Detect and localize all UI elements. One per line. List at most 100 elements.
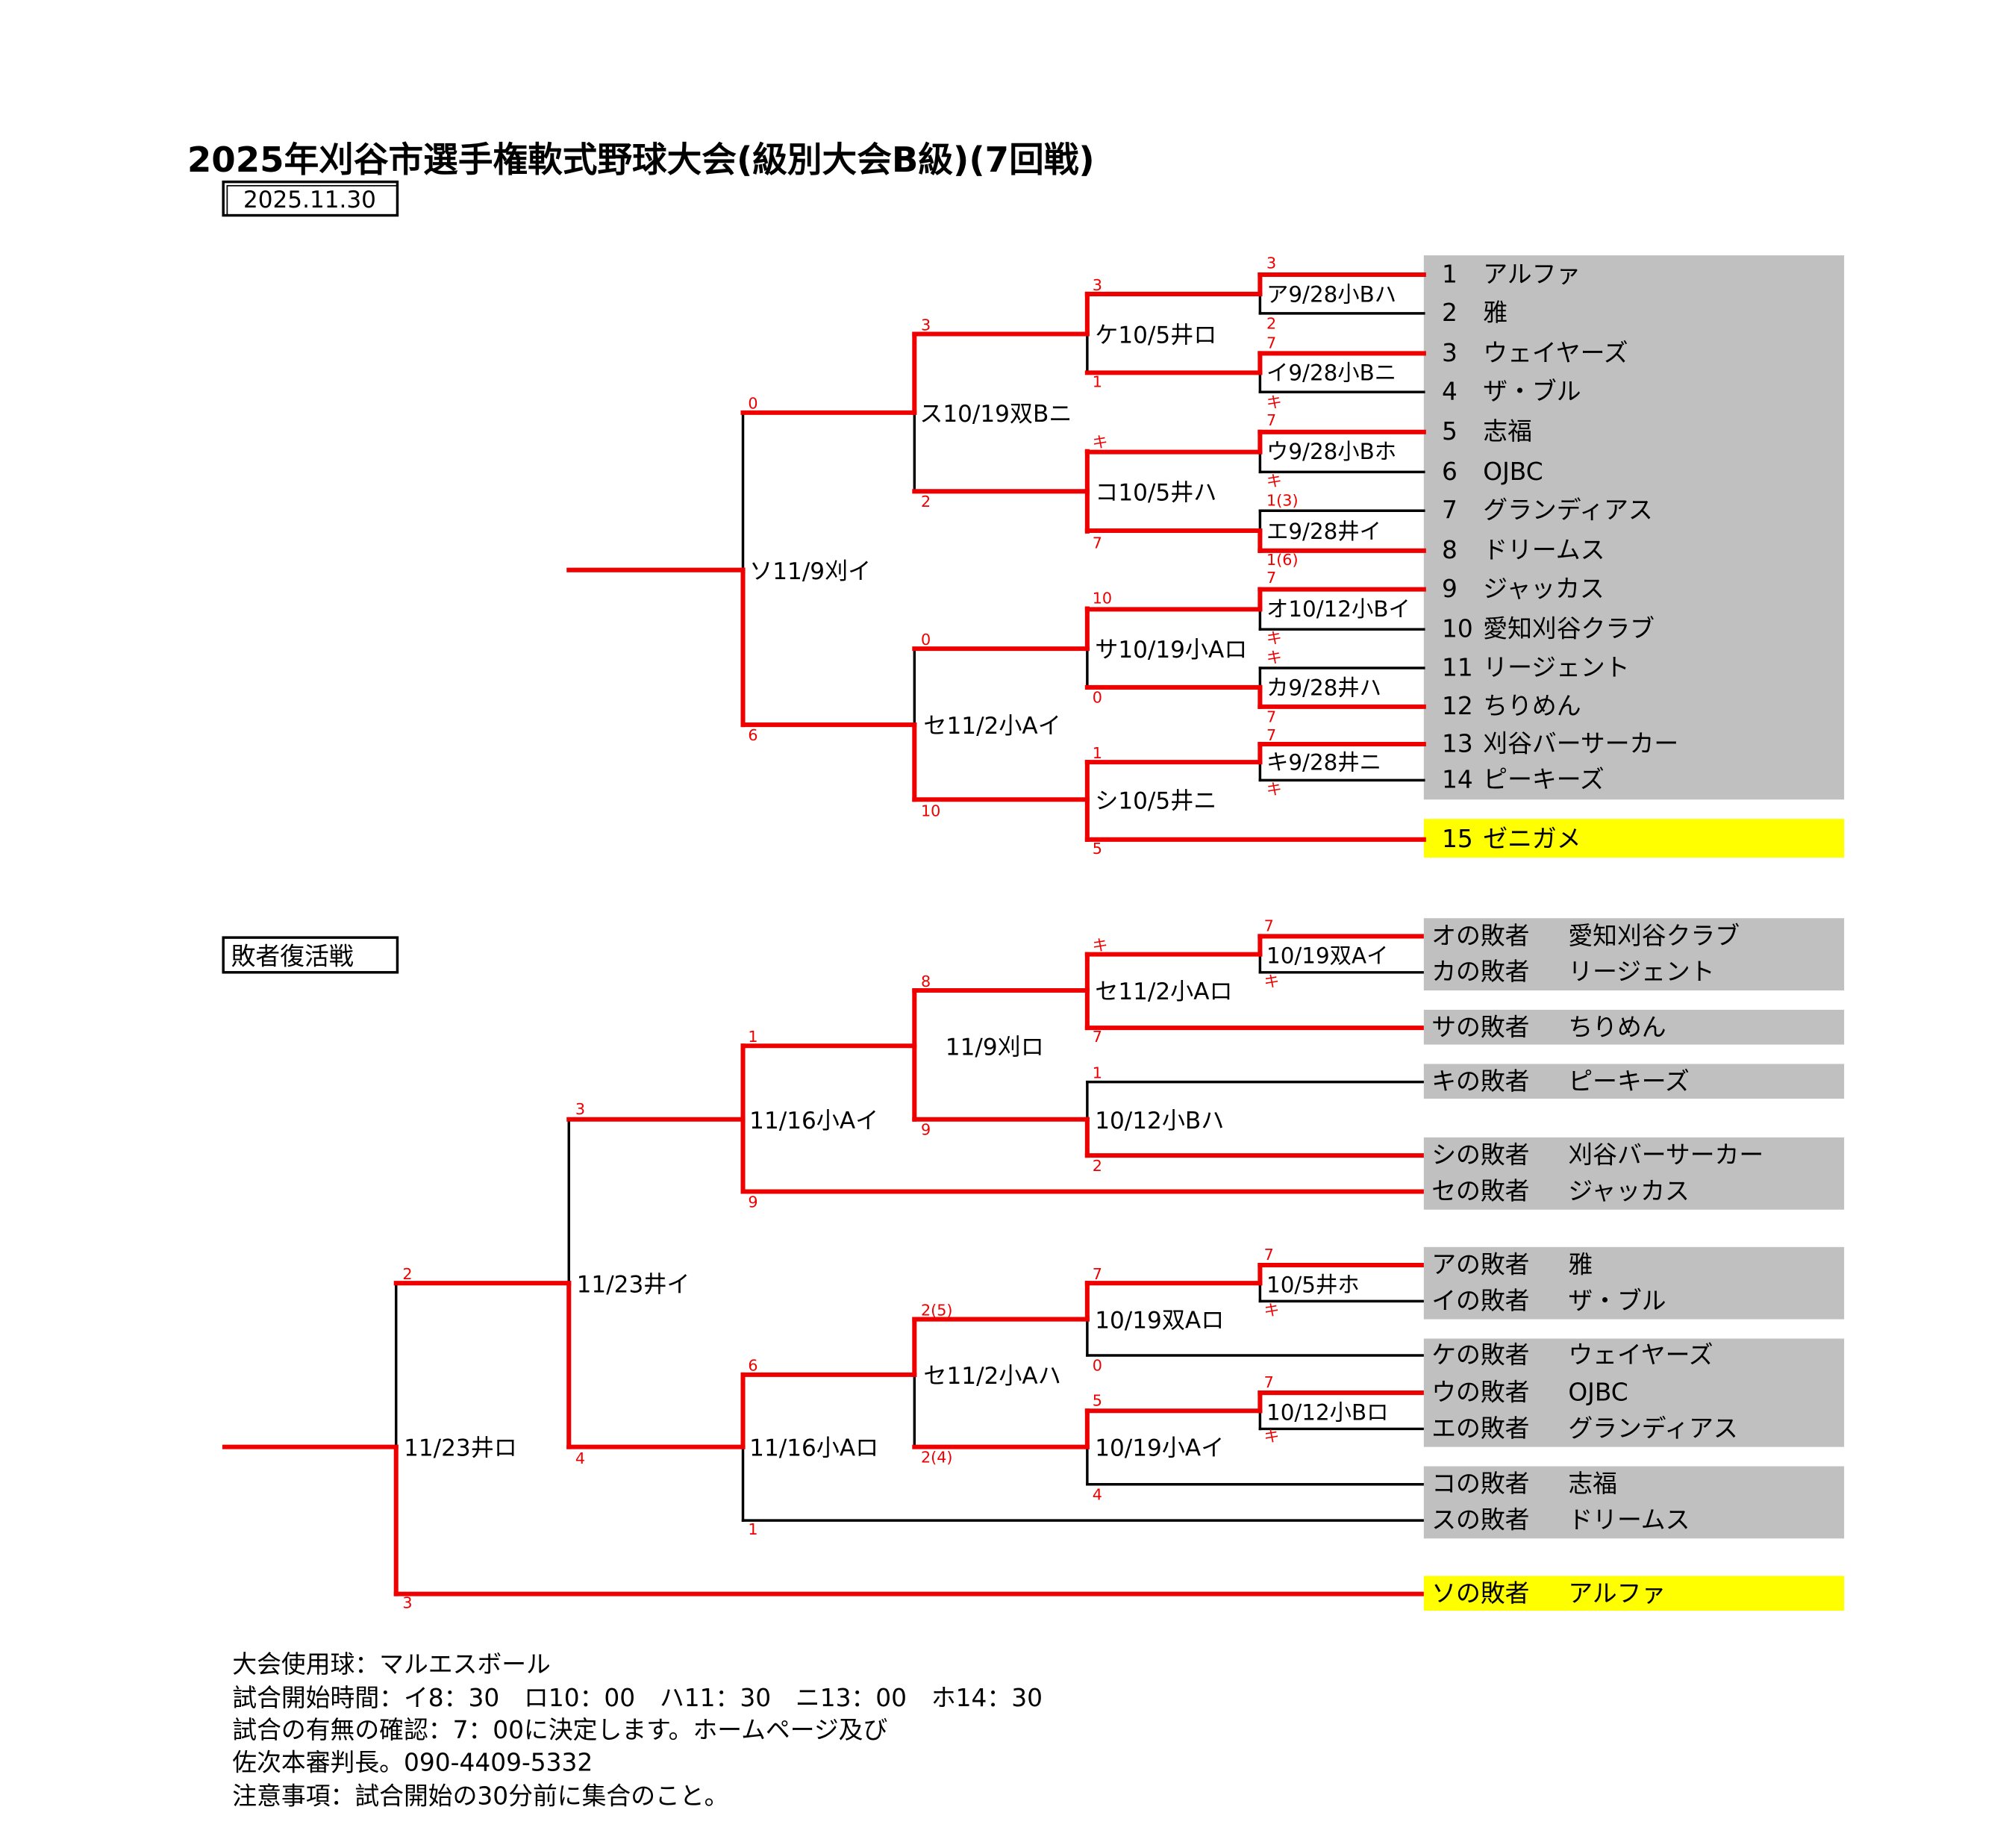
note-line: 佐次本審判長。090-4409-5332 bbox=[232, 1748, 593, 1776]
team-name: グランディアス bbox=[1483, 496, 1652, 525]
loser-label: セの敗者 bbox=[1431, 1177, 1529, 1205]
team-number: 11 bbox=[1442, 653, 1473, 681]
score-bottom: 4 bbox=[575, 1449, 585, 1467]
score-top: 2(5) bbox=[921, 1301, 953, 1319]
match-label: ウ9/28小Bホ bbox=[1266, 439, 1396, 464]
score-bottom: 9 bbox=[921, 1121, 931, 1139]
team-number: 10 bbox=[1442, 615, 1473, 643]
loser-team-name: ちりめん bbox=[1568, 1013, 1666, 1041]
match-label: 11/23井ロ bbox=[404, 1435, 517, 1462]
score-bottom: 4 bbox=[1093, 1485, 1102, 1503]
score-bottom: 3 bbox=[402, 1594, 412, 1612]
score-bottom: 7 bbox=[1093, 1028, 1102, 1046]
match-label: 11/9刈ロ bbox=[946, 1034, 1044, 1061]
loser-label: ケの敗者 bbox=[1431, 1340, 1529, 1369]
team-list-box bbox=[1423, 255, 1845, 800]
score-top: キ bbox=[1093, 936, 1108, 954]
team-number: 1 bbox=[1442, 260, 1458, 288]
loser-boxes bbox=[1423, 918, 1845, 1611]
team-number: 4 bbox=[1442, 378, 1458, 406]
match-label: 10/12小Bロ bbox=[1266, 1399, 1388, 1425]
loser-team-name: ザ・ブル bbox=[1568, 1287, 1666, 1315]
score-bottom: 1 bbox=[748, 1520, 757, 1538]
score-bottom: 10 bbox=[921, 802, 940, 820]
score-top: 0 bbox=[921, 631, 931, 649]
loser-team-name: アルファ bbox=[1568, 1579, 1666, 1608]
score-top: 7 bbox=[1266, 569, 1276, 587]
team-number: 8 bbox=[1442, 536, 1458, 564]
score-top: キ bbox=[1266, 649, 1282, 667]
score-top: 1 bbox=[748, 1028, 757, 1046]
date-text: 2025.11.30 bbox=[243, 187, 376, 213]
team-name: アルファ bbox=[1483, 260, 1581, 288]
score-bottom: キ bbox=[1264, 1428, 1280, 1446]
consolation-title: 敗者復活戦 bbox=[231, 942, 354, 970]
score-top: 10 bbox=[1093, 590, 1112, 608]
loser-label: オの敗者 bbox=[1431, 922, 1529, 950]
loser-label: アの敗者 bbox=[1431, 1250, 1529, 1279]
match-label: セ11/2小Aロ bbox=[1095, 978, 1232, 1005]
match-label: 10/12小Bハ bbox=[1095, 1108, 1224, 1134]
loser-team-name: 刈谷バーサーカー bbox=[1568, 1141, 1763, 1170]
score-top: 7 bbox=[1264, 917, 1274, 935]
score-bottom: 1(6) bbox=[1266, 551, 1299, 569]
score-top: 3 bbox=[1093, 276, 1102, 294]
loser-team-name: リージェント bbox=[1568, 958, 1714, 986]
score-bottom: 2 bbox=[1266, 315, 1276, 333]
team-name: ジャッカス bbox=[1483, 575, 1604, 603]
loser-team-name: OJBC bbox=[1568, 1378, 1628, 1406]
note-line: 試合の有無の確認：7：00に決定します。ホームページ及び bbox=[232, 1716, 887, 1744]
score-bottom: 1 bbox=[1093, 372, 1102, 390]
team-name: ゼニガメ bbox=[1483, 825, 1581, 853]
score-bottom: 0 bbox=[1093, 689, 1102, 707]
loser-team-name: ジャッカス bbox=[1568, 1177, 1689, 1205]
score-top: 1 bbox=[1093, 1064, 1102, 1081]
match-label: コ10/5井ハ bbox=[1095, 479, 1216, 506]
score-bottom: 7 bbox=[1266, 708, 1276, 726]
team-number: 2 bbox=[1442, 299, 1458, 327]
loser-label: キの敗者 bbox=[1431, 1067, 1529, 1096]
seed-team-box bbox=[1423, 819, 1845, 858]
loser-label: エの敗者 bbox=[1431, 1414, 1529, 1443]
match-label: エ9/28井イ bbox=[1266, 519, 1381, 544]
score-bottom: 6 bbox=[748, 726, 757, 744]
note-line: 大会使用球：マルエスボール bbox=[232, 1650, 551, 1679]
score-bottom: キ bbox=[1266, 472, 1282, 490]
team-number: 6 bbox=[1442, 458, 1458, 486]
match-label: サ10/19小Aロ bbox=[1095, 637, 1247, 664]
team-name: ザ・ブル bbox=[1483, 378, 1581, 406]
loser-team-name: 志福 bbox=[1568, 1470, 1617, 1498]
loser-label: サの敗者 bbox=[1431, 1013, 1529, 1041]
score-bottom: キ bbox=[1266, 629, 1282, 647]
match-label: 11/16小Aイ bbox=[749, 1108, 878, 1134]
score-top: 7 bbox=[1264, 1246, 1274, 1264]
note-line: 注意事項：試合開始の30分前に集合のこと。 bbox=[232, 1782, 728, 1810]
match-label: ケ10/5井ロ bbox=[1095, 322, 1216, 349]
score-top: 1(3) bbox=[1266, 491, 1299, 509]
match-label: 10/5井ホ bbox=[1266, 1272, 1360, 1297]
score-top: 7 bbox=[1266, 411, 1276, 429]
consolation-title-box bbox=[222, 936, 399, 974]
score-top: 3 bbox=[921, 316, 931, 334]
match-label: キ9/28井ニ bbox=[1266, 750, 1381, 775]
match-label: 10/19双Aイ bbox=[1266, 943, 1388, 969]
loser-team-name: 雅 bbox=[1568, 1250, 1593, 1279]
loser-label: イの敗者 bbox=[1431, 1287, 1529, 1315]
loser-team-name: グランディアス bbox=[1568, 1414, 1737, 1443]
team-number: 13 bbox=[1442, 729, 1473, 758]
match-label: ソ11/9刈イ bbox=[749, 558, 871, 585]
match-label: 10/19双Aロ bbox=[1095, 1308, 1224, 1335]
score-top: 7 bbox=[1266, 726, 1276, 744]
score-bottom: 0 bbox=[1093, 1357, 1102, 1375]
loser-team-name: 愛知刈谷クラブ bbox=[1568, 922, 1740, 950]
bracket-lines bbox=[222, 272, 1426, 1596]
team-name: ドリームス bbox=[1483, 536, 1605, 564]
match-label: 11/16小Aロ bbox=[749, 1435, 878, 1462]
team-number: 14 bbox=[1442, 766, 1473, 794]
team-number: 5 bbox=[1442, 417, 1458, 446]
loser-team-name: ウェイヤーズ bbox=[1568, 1340, 1713, 1369]
team-number: 7 bbox=[1442, 496, 1458, 525]
